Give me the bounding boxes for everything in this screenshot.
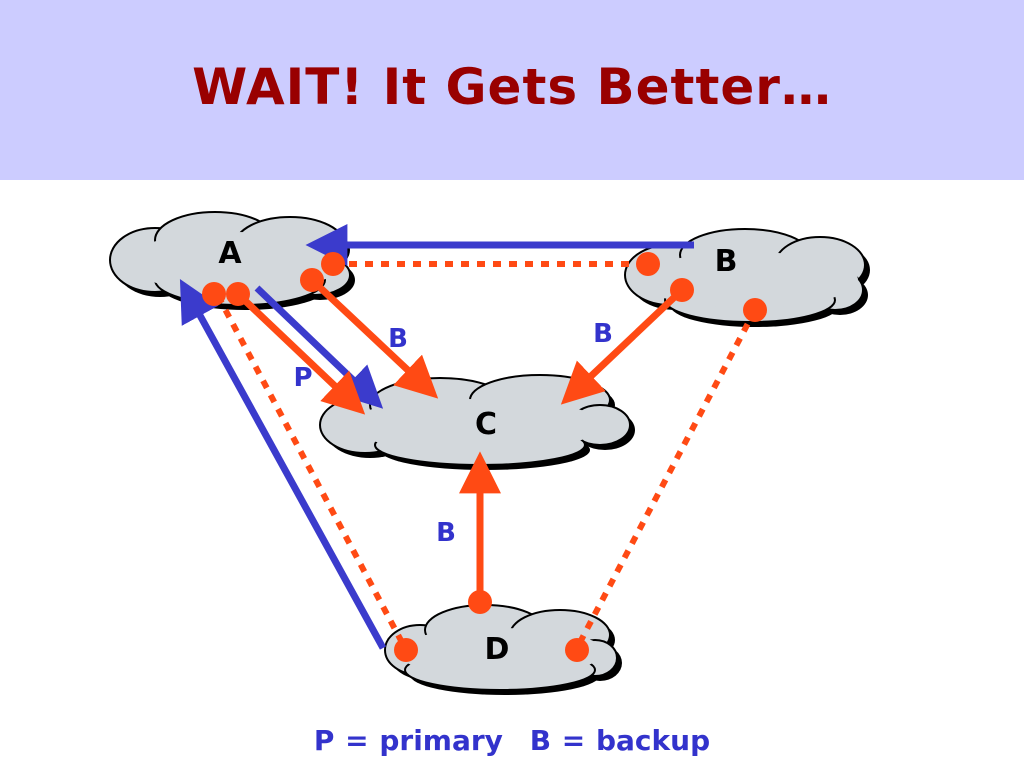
slide-title: WAIT! It Gets Better… [192,58,832,116]
router-dot [394,638,418,662]
arrow-b-to-c-backup [560,287,685,405]
edge-label-d-c-backup: B [436,518,456,548]
cloud-d [384,604,622,695]
router-dot [468,590,492,614]
arrow-a-to-c-primary [235,291,366,415]
title-band [0,0,1024,180]
router-dot [636,252,660,276]
arrow-a-to-c-backup [309,277,439,399]
router-dot [300,268,324,292]
router-dot [743,298,767,322]
arrow-a-to-c-blue [254,285,384,409]
edge-label-b-c-backup: B [593,319,613,349]
router-dot [321,252,345,276]
legend: P = primary B = backup [0,724,1024,757]
node-label-a: A [218,236,242,271]
edge-label-a-c-backup: B [388,324,408,354]
arrow-d-to-a-blue [179,278,387,650]
node-label-c: C [475,407,497,442]
node-label-b: B [715,244,738,279]
legend-primary: P = primary [313,724,503,757]
node-label-d: D [485,632,510,667]
router-dot [226,282,250,306]
router-dot [565,638,589,662]
router-dot [202,282,226,306]
link-a-d-dotted [215,294,408,650]
router-dot [670,278,694,302]
legend-backup: B = backup [529,724,711,757]
edge-label-a-c-primary: P [293,363,312,393]
